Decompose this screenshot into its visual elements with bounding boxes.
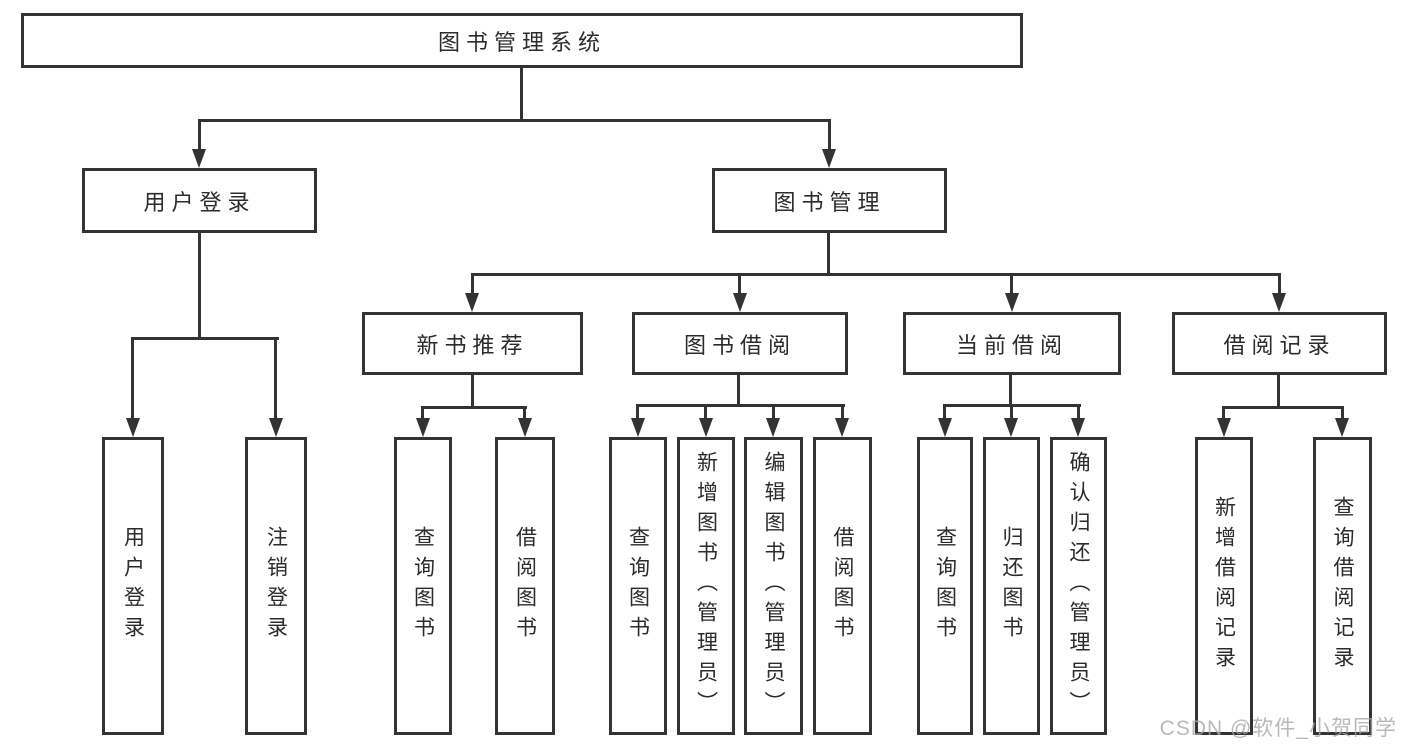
node-label: 注销登录 bbox=[264, 526, 288, 646]
connector-line bbox=[737, 375, 740, 404]
node-borrow-records: 借阅记录 bbox=[1172, 312, 1387, 375]
node-label: 图书管理 bbox=[773, 189, 886, 215]
connector-line bbox=[772, 404, 775, 419]
connector-line bbox=[828, 119, 831, 150]
node-label: 用户登录 bbox=[121, 526, 145, 646]
arrowhead-icon bbox=[1272, 293, 1286, 312]
node-label: 查询借阅记录 bbox=[1331, 496, 1354, 676]
connector-line bbox=[422, 406, 527, 409]
connector-line bbox=[471, 273, 474, 295]
arrowhead-icon bbox=[938, 418, 952, 437]
node-return-books: 归还图书 bbox=[983, 437, 1040, 735]
node-label: 查询图书 bbox=[626, 526, 650, 646]
arrowhead-icon bbox=[192, 149, 206, 168]
node-label: 图书借阅 bbox=[683, 332, 796, 358]
connector-line bbox=[471, 375, 474, 406]
arrowhead-icon bbox=[126, 418, 140, 437]
node-label: 确认归还（管理员） bbox=[1067, 451, 1090, 721]
connector-line bbox=[827, 233, 830, 273]
connector-line bbox=[1009, 375, 1012, 404]
node-label: 借阅图书 bbox=[513, 526, 537, 646]
connector-line bbox=[841, 404, 844, 419]
node-edit-book-admin: 编辑图书（管理员） bbox=[744, 437, 803, 735]
connector-line bbox=[198, 119, 201, 150]
connector-line bbox=[1010, 404, 1013, 419]
node-label: 查询图书 bbox=[411, 526, 435, 646]
node-user-login-action: 用户登录 bbox=[102, 437, 164, 735]
connector-line bbox=[131, 337, 134, 419]
arrowhead-icon bbox=[733, 293, 747, 312]
connector-line bbox=[1341, 406, 1344, 419]
arrowhead-icon bbox=[1217, 418, 1231, 437]
node-book-management: 图书管理 bbox=[712, 168, 947, 233]
node-label: 图书管理系统 bbox=[437, 29, 606, 55]
arrowhead-icon bbox=[699, 418, 713, 437]
node-borrow-books-1: 借阅图书 bbox=[495, 437, 555, 735]
connector-line bbox=[1278, 273, 1281, 295]
arrowhead-icon bbox=[1335, 418, 1349, 437]
connector-line bbox=[704, 404, 707, 419]
node-logout: 注销登录 bbox=[245, 437, 307, 735]
connector-line bbox=[636, 404, 639, 419]
node-label: 用户登录 bbox=[143, 189, 256, 215]
arrowhead-icon bbox=[416, 418, 430, 437]
node-book-borrow: 图书借阅 bbox=[632, 312, 848, 375]
node-query-books-2: 查询图书 bbox=[609, 437, 667, 735]
arrowhead-icon bbox=[1071, 418, 1085, 437]
connector-line bbox=[421, 406, 424, 419]
connector-line bbox=[1010, 273, 1013, 295]
node-library-management-system: 图书管理系统 bbox=[21, 13, 1023, 68]
node-label: 编辑图书（管理员） bbox=[762, 451, 785, 721]
connector-line bbox=[520, 68, 523, 119]
node-confirm-return-admin: 确认归还（管理员） bbox=[1050, 437, 1107, 735]
arrowhead-icon bbox=[269, 418, 283, 437]
node-current-borrow: 当前借阅 bbox=[903, 312, 1121, 375]
arrowhead-icon bbox=[465, 293, 479, 312]
node-label: 借阅图书 bbox=[831, 526, 854, 646]
arrowhead-icon bbox=[822, 149, 836, 168]
connector-line bbox=[198, 119, 831, 122]
node-add-borrow-record: 新增借阅记录 bbox=[1195, 437, 1253, 735]
node-label: 新增图书（管理员） bbox=[694, 451, 718, 721]
node-query-borrow-record: 查询借阅记录 bbox=[1313, 437, 1372, 735]
node-borrow-books-2: 借阅图书 bbox=[813, 437, 872, 735]
arrowhead-icon bbox=[1004, 418, 1018, 437]
connector-line bbox=[471, 273, 1281, 276]
node-query-books-3: 查询图书 bbox=[917, 437, 973, 735]
node-label: 新增借阅记录 bbox=[1212, 496, 1236, 676]
connector-line bbox=[523, 406, 526, 419]
connector-line bbox=[1277, 375, 1280, 406]
node-label: 归还图书 bbox=[1000, 526, 1023, 646]
node-label: 新书推荐 bbox=[416, 332, 529, 358]
connector-line bbox=[1077, 404, 1080, 419]
connector-line bbox=[738, 273, 741, 295]
node-query-books-1: 查询图书 bbox=[394, 437, 452, 735]
connector-line bbox=[1222, 406, 1225, 419]
node-label: 当前借阅 bbox=[955, 332, 1068, 358]
node-user-login: 用户登录 bbox=[82, 168, 317, 233]
node-add-book-admin: 新增图书（管理员） bbox=[677, 437, 735, 735]
connector-line bbox=[1223, 406, 1344, 409]
connector-line bbox=[132, 337, 279, 340]
arrowhead-icon bbox=[518, 418, 532, 437]
arrowhead-icon bbox=[631, 418, 645, 437]
connector-line bbox=[274, 337, 277, 419]
arrowhead-icon bbox=[1005, 293, 1019, 312]
node-new-book-recommend: 新书推荐 bbox=[362, 312, 583, 375]
connector-line bbox=[637, 404, 845, 407]
csdn-watermark: CSDN @软件_小贺同学 bbox=[1159, 717, 1397, 740]
node-label: 查询图书 bbox=[933, 526, 957, 646]
arrowhead-icon bbox=[835, 418, 849, 437]
connector-line bbox=[198, 233, 201, 337]
arrowhead-icon bbox=[766, 418, 780, 437]
node-label: 借阅记录 bbox=[1223, 332, 1336, 358]
connector-line bbox=[943, 404, 946, 419]
